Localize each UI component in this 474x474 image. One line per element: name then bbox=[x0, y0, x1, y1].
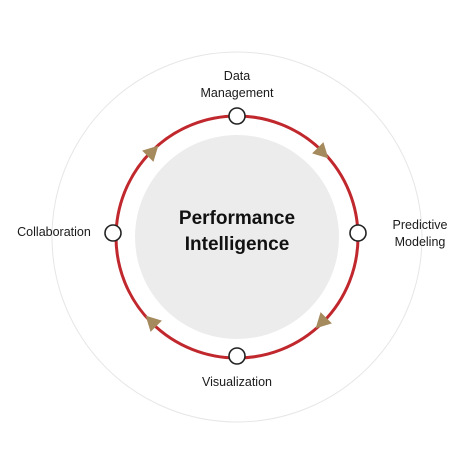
node-visualization bbox=[228, 347, 246, 365]
label-collaboration: Collaboration bbox=[17, 225, 91, 239]
label-predictive-modeling: Predictive Modeling bbox=[392, 218, 448, 249]
node-collaboration bbox=[104, 224, 122, 242]
center-disc bbox=[135, 135, 339, 339]
outer-ring bbox=[51, 51, 423, 423]
label-visualization: Visualization bbox=[202, 375, 272, 389]
node-predictive-modeling bbox=[349, 224, 367, 242]
label-data-management: Data Management bbox=[200, 69, 274, 100]
arrow-top-right bbox=[312, 142, 329, 159]
node-data-management bbox=[228, 107, 246, 125]
arrow-bottom-right bbox=[315, 312, 332, 329]
center-title: Performance Intelligence bbox=[178, 208, 296, 255]
arrow-bottom-left bbox=[145, 315, 162, 332]
arrow-top-left bbox=[142, 145, 159, 162]
